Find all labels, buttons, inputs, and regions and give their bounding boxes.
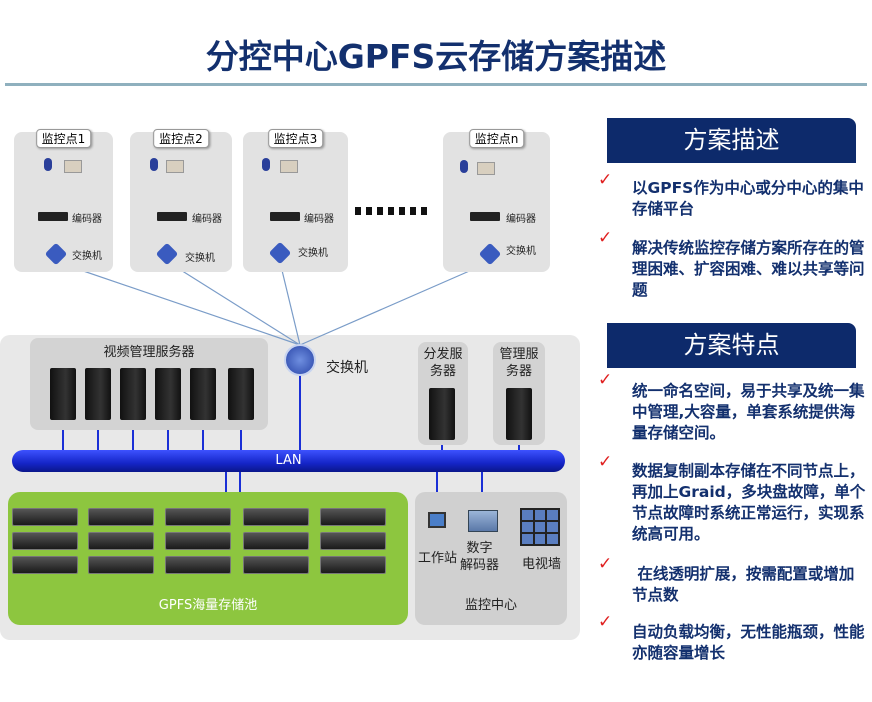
site-label: 监控点1 bbox=[35, 129, 92, 148]
link-site2 bbox=[167, 261, 301, 346]
disk-array-icon bbox=[165, 508, 231, 526]
feature-item: 自动负载均衡，无性能瓶颈，性能亦随容量增长 bbox=[632, 623, 865, 662]
encoder-label: 编码器 bbox=[506, 214, 536, 225]
tv-wall-icon bbox=[520, 508, 560, 546]
description-item: 以GPFS作为中心或分中心的集中 存储平台 bbox=[632, 179, 864, 218]
server-icon bbox=[50, 368, 76, 420]
feature-item: 在线透明扩展，按需配置或增加节点数 bbox=[632, 565, 855, 604]
check-icon: ✓ bbox=[598, 554, 613, 574]
title-divider bbox=[5, 83, 867, 86]
disk-array-icon bbox=[165, 532, 231, 550]
link-siten bbox=[299, 261, 491, 346]
disk-array-icon bbox=[88, 508, 154, 526]
camera-icon bbox=[166, 160, 184, 173]
check-icon: ✓ bbox=[598, 452, 613, 472]
encoder-icon bbox=[38, 212, 68, 221]
disk-array-icon bbox=[165, 556, 231, 574]
encoder-icon bbox=[157, 212, 187, 221]
feature-item: 数据复制副本存储在不同节点上，再加上Graid，多块盘故障，单个节点故障时系统正… bbox=[632, 462, 866, 543]
disk-array-icon bbox=[88, 532, 154, 550]
pool-label: GPFS海量存储池 bbox=[158, 598, 258, 613]
dome-camera-icon bbox=[150, 158, 158, 171]
server-icon bbox=[429, 388, 455, 440]
video-server-label: 视频管理服务器 bbox=[103, 345, 195, 360]
description-header: 方案描述 bbox=[607, 118, 856, 163]
ellipsis-dots bbox=[355, 207, 430, 215]
encoder-label: 编码器 bbox=[304, 214, 334, 225]
check-icon: ✓ bbox=[598, 170, 613, 190]
decoder-icon bbox=[468, 510, 498, 532]
site-3: 监控点3 bbox=[243, 129, 348, 272]
site-1: 监控点1 bbox=[14, 129, 113, 272]
tv-wall-label: 电视墙 bbox=[522, 557, 562, 572]
site-label: 监控点3 bbox=[267, 129, 324, 148]
site-label: 监控点n bbox=[468, 129, 525, 148]
site-label: 监控点2 bbox=[153, 129, 209, 148]
dome-camera-icon bbox=[44, 158, 52, 171]
check-icon: ✓ bbox=[598, 370, 613, 390]
dome-camera-icon bbox=[262, 158, 270, 171]
features-header: 方案特点 bbox=[607, 323, 856, 368]
check-icon: ✓ bbox=[598, 228, 613, 248]
feature-item: 统一命名空间，易于共享及统一集中管理,大容量，单套系统提供海量存储空间。 bbox=[632, 382, 865, 442]
encoder-icon bbox=[270, 212, 300, 221]
link-site1 bbox=[56, 261, 301, 346]
disk-array-icon bbox=[320, 556, 386, 574]
server-icon bbox=[85, 368, 111, 420]
switch-label: 交换机 bbox=[506, 246, 536, 257]
core-switch-label: 交换机 bbox=[326, 360, 368, 376]
dome-camera-icon bbox=[460, 160, 468, 173]
workstation-icon bbox=[428, 512, 446, 528]
site-2: 监控点2 bbox=[130, 129, 232, 272]
camera-icon bbox=[280, 160, 298, 173]
encoder-label: 编码器 bbox=[192, 214, 222, 225]
mgmt-server-label: 管理服 务器 bbox=[499, 347, 539, 379]
server-icon bbox=[120, 368, 146, 420]
core-switch-icon bbox=[284, 344, 316, 376]
check-icon: ✓ bbox=[598, 612, 613, 632]
encoder-label: 编码器 bbox=[72, 214, 102, 225]
server-icon bbox=[228, 368, 254, 420]
lan-bus: LAN bbox=[12, 450, 565, 472]
disk-array-icon bbox=[243, 556, 309, 574]
disk-array-icon bbox=[243, 532, 309, 550]
server-icon bbox=[190, 368, 216, 420]
server-icon bbox=[155, 368, 181, 420]
dist-server-label: 分发服 务器 bbox=[423, 347, 463, 379]
disk-array-icon bbox=[12, 508, 78, 526]
disk-array-icon bbox=[320, 532, 386, 550]
link-site3 bbox=[279, 261, 301, 346]
workstation-label: 工作站 bbox=[418, 551, 458, 566]
camera-icon bbox=[64, 160, 82, 173]
description-item: 解决传统监控存储方案所存在的管理困难、扩容困难、难以共享等问题 bbox=[632, 239, 865, 299]
disk-array-icon bbox=[88, 556, 154, 574]
disk-array-icon bbox=[320, 508, 386, 526]
switch-label: 交换机 bbox=[185, 253, 215, 264]
switch-label: 交换机 bbox=[298, 248, 328, 259]
disk-array-icon bbox=[12, 532, 78, 550]
switch-label: 交换机 bbox=[72, 251, 102, 262]
monitor-center-label: 监控中心 bbox=[464, 598, 517, 613]
encoder-icon bbox=[470, 212, 500, 221]
disk-array-icon bbox=[243, 508, 309, 526]
camera-icon bbox=[477, 162, 495, 175]
decoder-label: 数字 解码器 bbox=[460, 541, 500, 573]
disk-array-icon bbox=[12, 556, 78, 574]
server-icon bbox=[506, 388, 532, 440]
page-title: 分控中心GPFS云存储方案描述 bbox=[205, 37, 667, 76]
